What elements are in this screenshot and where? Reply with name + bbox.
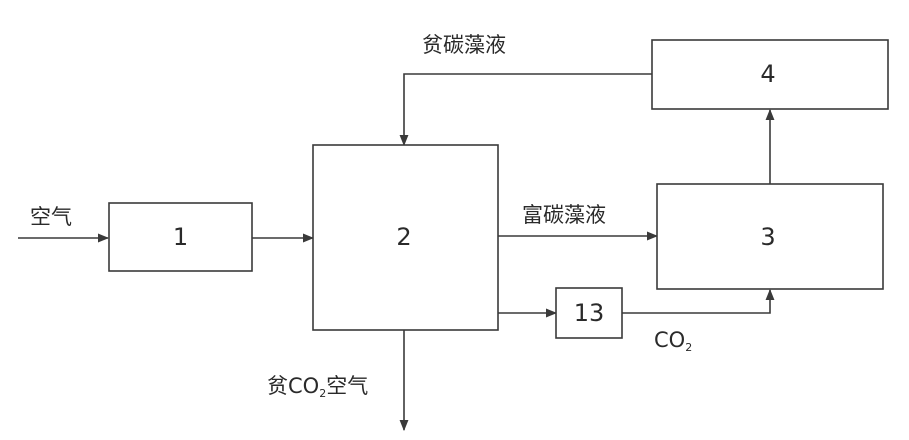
co2-to-3-arrow bbox=[622, 290, 770, 313]
block-4: 4 bbox=[652, 40, 888, 109]
block-13: 13 bbox=[556, 288, 622, 338]
block-2: 2 bbox=[313, 145, 498, 330]
block-2-label: 2 bbox=[396, 223, 411, 251]
rich-liquid-label: 富碳藻液 bbox=[522, 203, 606, 227]
co2-label: CO2 bbox=[654, 328, 692, 354]
block-13-label: 13 bbox=[574, 299, 605, 327]
block-1-label: 1 bbox=[173, 223, 188, 251]
block-1: 1 bbox=[109, 203, 252, 271]
lean-air-suffix: 空气 bbox=[326, 374, 368, 398]
co2-subscript: 2 bbox=[685, 341, 692, 354]
lean-air-label: 贫CO2空气 bbox=[267, 374, 368, 400]
block-3-label: 3 bbox=[760, 223, 775, 251]
lean-air-prefix: 贫CO bbox=[267, 374, 319, 398]
lean-liquid-return-arrow bbox=[404, 74, 652, 145]
co2-main-text: CO bbox=[654, 328, 685, 352]
block-4-label: 4 bbox=[760, 60, 775, 88]
lean-air-subscript: 2 bbox=[319, 387, 326, 400]
lean-liquid-label: 贫碳藻液 bbox=[422, 33, 506, 57]
air-inlet-label: 空气 bbox=[30, 205, 72, 229]
block-3: 3 bbox=[657, 184, 883, 289]
